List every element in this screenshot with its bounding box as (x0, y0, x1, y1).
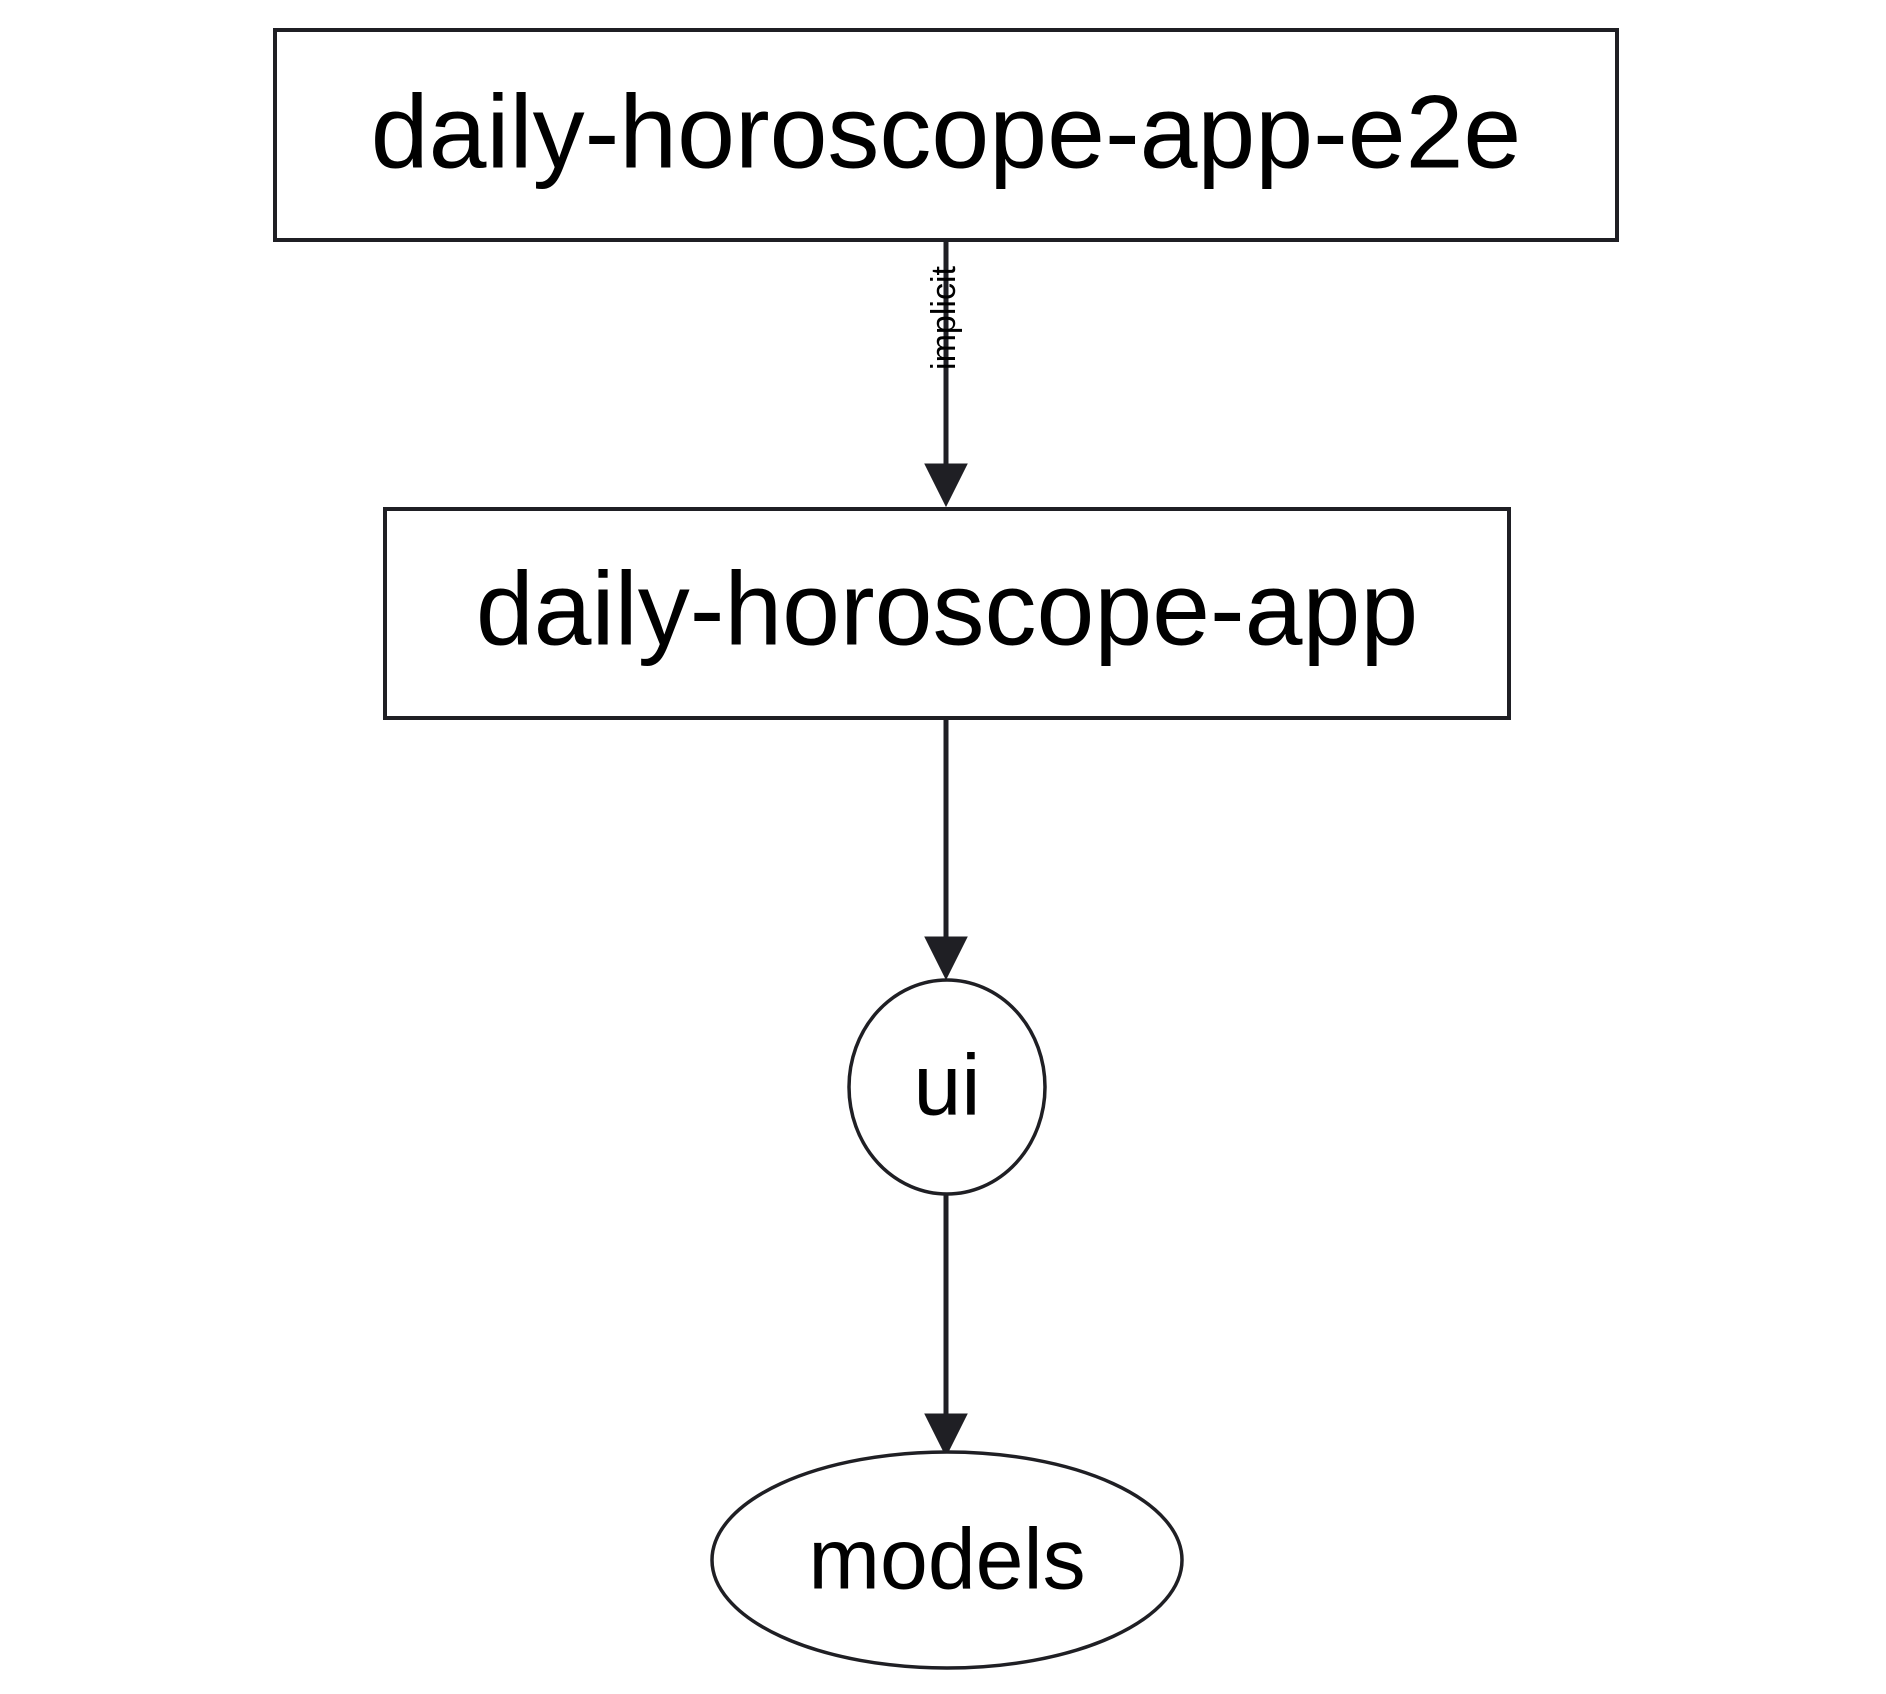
node-rect-daily-horoscope-app-e2e (273, 28, 1619, 242)
node-label-daily-horoscope-app: daily-horoscope-app (476, 551, 1418, 667)
node-ellipse-models (710, 1450, 1184, 1670)
node-daily-horoscope-app[interactable]: daily-horoscope-app (383, 507, 1511, 720)
arrowhead-app-to-ui (924, 936, 968, 981)
node-label-ui: ui (914, 1038, 981, 1134)
edge-app-to-ui[interactable] (924, 719, 968, 981)
arrowhead-e2e-to-app (924, 463, 968, 508)
node-daily-horoscope-app-e2e[interactable]: daily-horoscope-app-e2e (273, 28, 1619, 242)
node-ui[interactable]: ui (847, 978, 1047, 1196)
node-label-models: models (808, 1512, 1085, 1608)
edge-label-implicit-group: implicit (925, 266, 963, 370)
edge-label-implicit: implicit (925, 266, 963, 370)
arrowhead-ui-to-models (924, 1413, 968, 1458)
node-ellipse-ui (847, 978, 1047, 1196)
edge-ui-to-models[interactable] (924, 1195, 968, 1458)
edge-e2e-to-app[interactable] (924, 241, 968, 508)
node-models[interactable]: models (710, 1450, 1184, 1670)
node-label-daily-horoscope-app-e2e: daily-horoscope-app-e2e (371, 74, 1522, 190)
node-rect-daily-horoscope-app (383, 507, 1511, 720)
